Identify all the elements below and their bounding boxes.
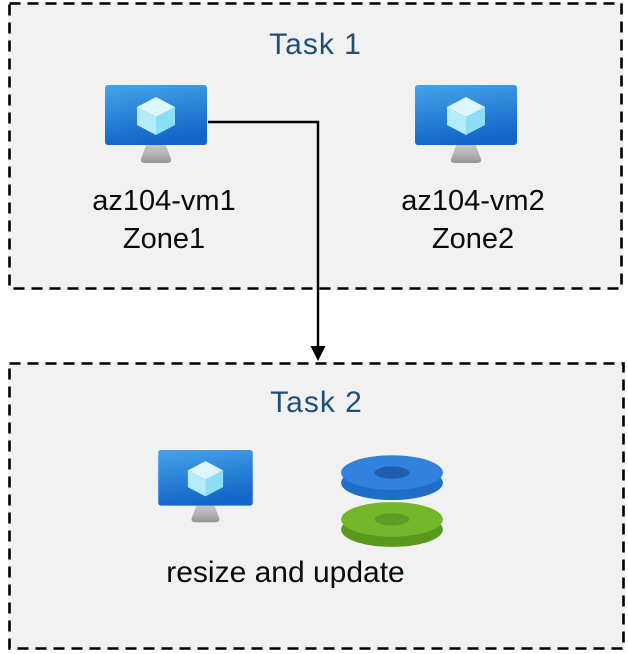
task2-title: Task 2	[270, 386, 363, 419]
vm-name-label: az104-vm2	[401, 185, 545, 217]
monitor-stand	[191, 503, 220, 523]
task1-box: Task 1	[8, 2, 623, 290]
monitor-stand	[140, 143, 172, 163]
vm-icon	[158, 450, 253, 523]
vm-icon	[415, 85, 517, 163]
vm-icon	[105, 85, 207, 163]
disk-blue	[341, 455, 443, 501]
vm1-label: az104-vm1 Zone1	[64, 182, 264, 258]
disks-icon	[341, 455, 443, 547]
vm-zone-label: Zone2	[431, 223, 515, 255]
task2-caption: resize and update	[166, 556, 405, 589]
arrowhead	[310, 346, 326, 361]
task2-box: Task 2	[8, 362, 625, 650]
task1-title: Task 1	[269, 28, 362, 61]
vm-name-label: az104-vm1	[92, 185, 236, 217]
vm2-label: az104-vm2 Zone2	[373, 182, 573, 258]
disk-green	[341, 502, 443, 547]
monitor-stand	[450, 143, 482, 163]
vm-zone-label: Zone1	[122, 223, 206, 255]
